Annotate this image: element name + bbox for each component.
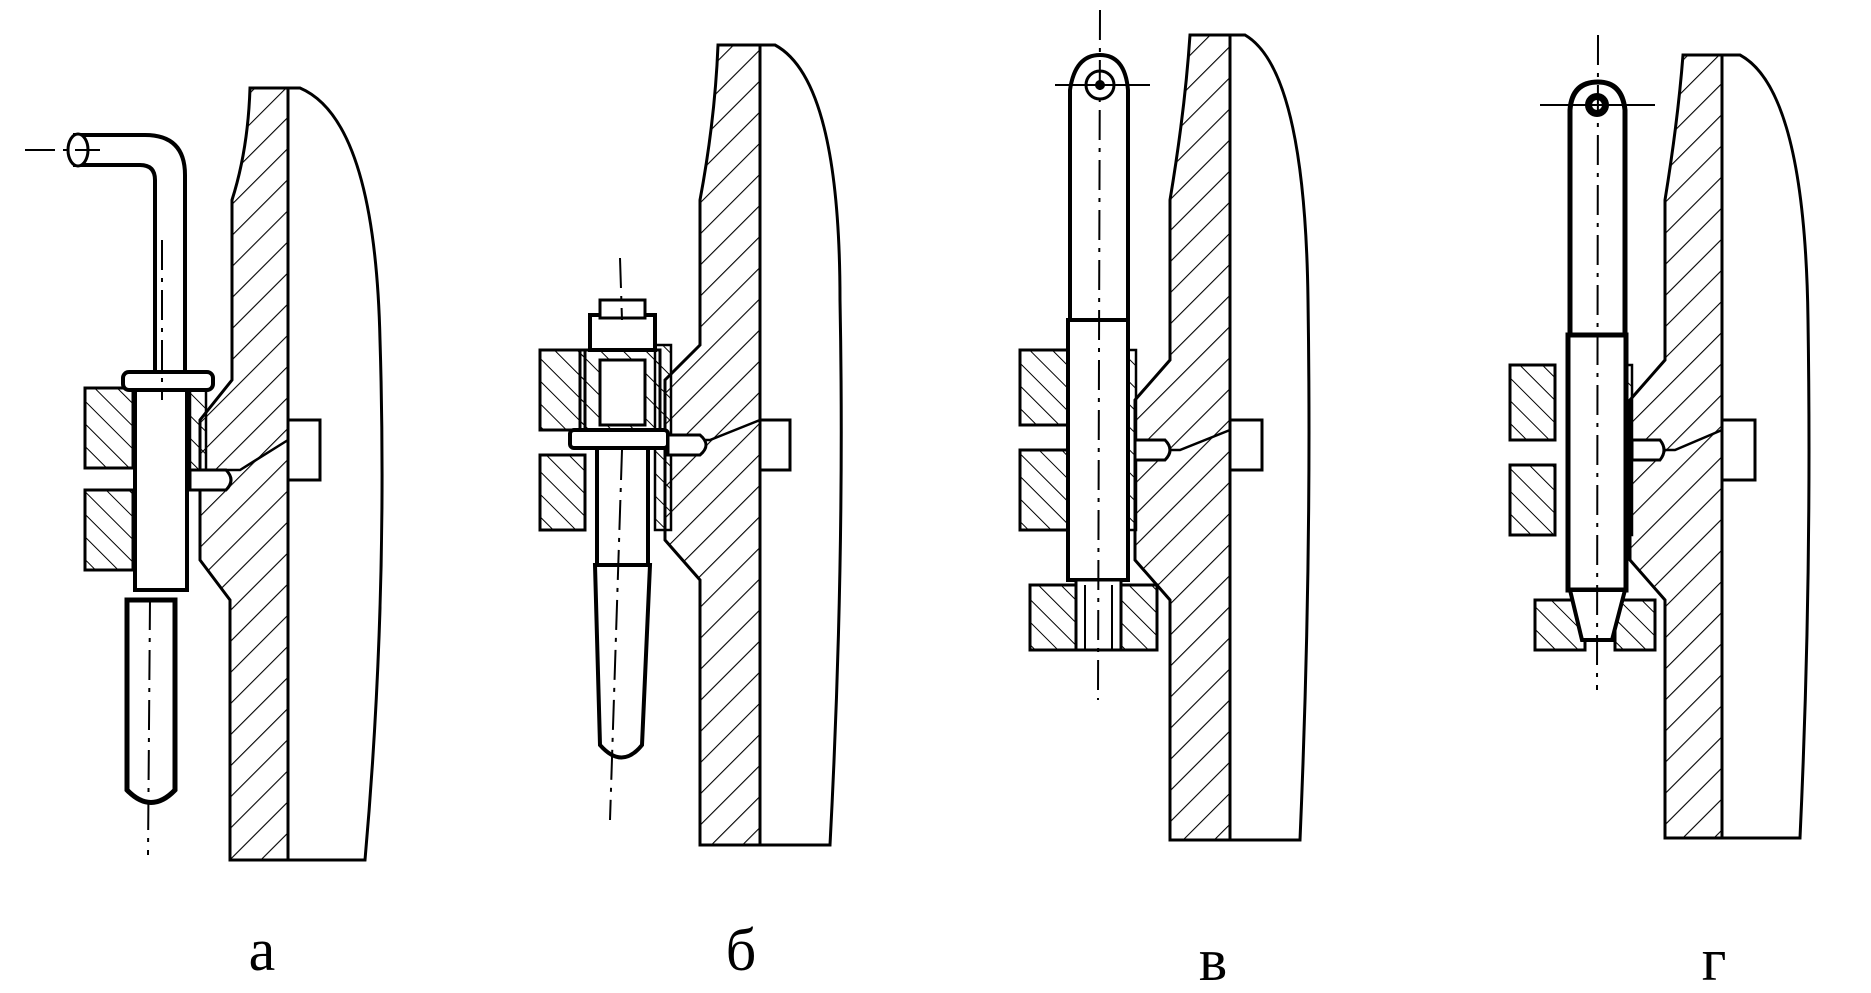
variant-label-b: б xyxy=(725,917,757,983)
bent-l-handle-icon xyxy=(25,132,233,856)
variant-b-drawing xyxy=(538,43,843,847)
variant-label-a: а xyxy=(248,917,276,983)
housing-wall xyxy=(663,43,843,847)
variant-label-g: г xyxy=(1701,927,1727,993)
housing-wall xyxy=(198,86,384,862)
housing-wall xyxy=(1628,53,1811,840)
nut-secured-icon xyxy=(568,257,708,821)
variant-label-v: в xyxy=(1198,927,1228,993)
variant-g-drawing xyxy=(1508,34,1811,840)
housing-wall xyxy=(1133,33,1311,842)
bushing-blocks xyxy=(83,383,208,572)
bushing-blocks xyxy=(538,343,673,532)
eye-ring-icon xyxy=(1540,34,1666,691)
variant-a-drawing xyxy=(25,86,384,862)
variant-v-drawing xyxy=(1018,9,1311,842)
eye-ring-icon xyxy=(1055,9,1172,701)
